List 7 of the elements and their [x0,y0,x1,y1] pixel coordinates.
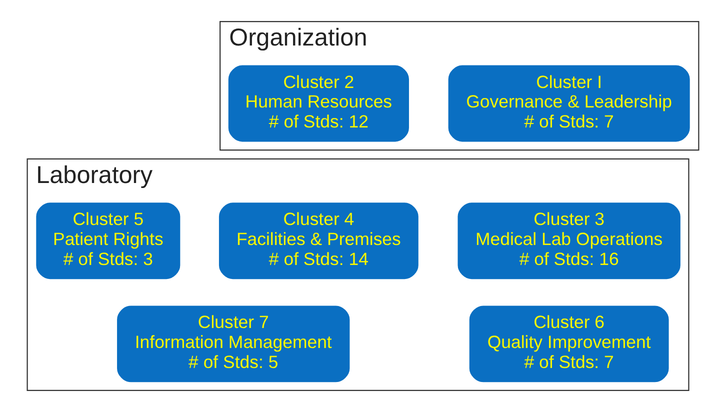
node-box: Cluster 4 Facilities & Premises # of Stds: 14 [218,202,418,280]
node-box: Cluster 7 Information Management # of Stds: 5 [117,306,350,382]
node-box: Cluster 5 Patient Rights # of Stds: 3 [36,202,180,280]
node-box: Cluster 2 Human Resources # of Stds: 12 [228,65,409,142]
node-box: Cluster 3 Medical Lab Operations # of Stds: 16 [458,202,680,280]
node-box: Cluster 6 Quality Improvement # of Stds: 7 [469,306,669,382]
node-box: Cluster I Governance & Leadership # of Stds: 7 [448,65,690,142]
